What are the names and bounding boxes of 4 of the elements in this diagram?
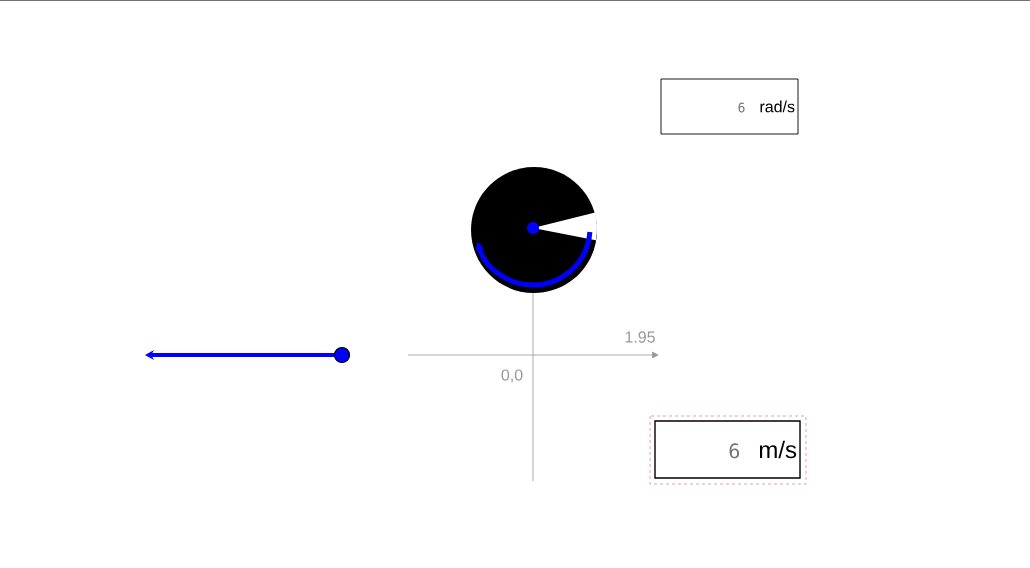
axis-label: 0,0: [501, 369, 523, 383]
value-display: 6 rad/s: [660, 78, 799, 135]
value-display: 6 m/s: [654, 420, 801, 479]
axis-label: 1.95: [625, 331, 655, 343]
